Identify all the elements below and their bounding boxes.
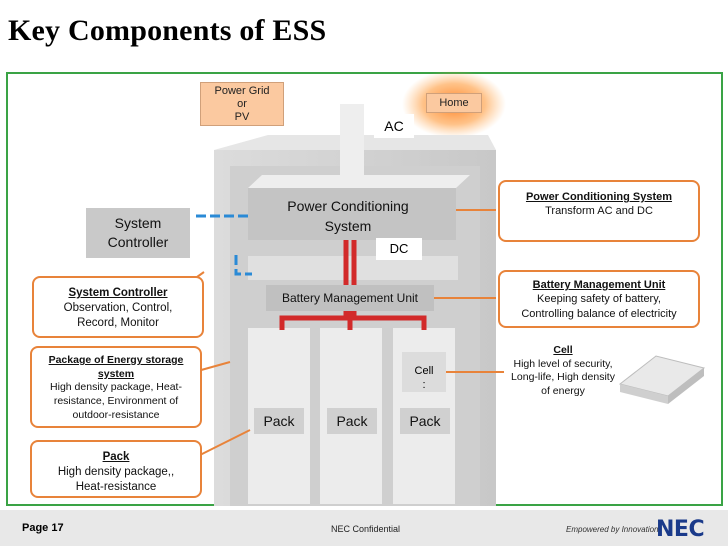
power-grid-label: Power Grid or PV — [200, 82, 284, 126]
callout-heading: System Controller — [68, 287, 168, 299]
bmu-block — [266, 285, 434, 311]
callout-heading: Package of Energy storage system — [48, 354, 184, 380]
callout-text: High level of security, Long-life, High … — [511, 357, 615, 397]
callout-text: Transform AC and DC — [545, 205, 653, 218]
callout-heading: Power Conditioning System — [525, 191, 673, 203]
red-cables — [279, 240, 427, 330]
callout-text: Observation, Control, Record, Monitor — [63, 301, 173, 329]
callout-bmu: Battery Management Unit Keeping safety o… — [498, 270, 700, 328]
callout-text: High density package, Heat- resistance, … — [50, 381, 182, 421]
callout-text: High density package,, Heat-resistance — [57, 465, 175, 493]
cell-block — [402, 352, 446, 392]
pack-label-2: Pack — [327, 408, 377, 434]
bmu-inner-label: Battery Management Unit — [281, 291, 419, 305]
cell-inner-label: Cell : — [414, 365, 434, 391]
callout-package: Package of Energy storage system High de… — [30, 346, 202, 428]
callout-heading: Pack — [102, 451, 130, 463]
dc-label: DC — [376, 238, 422, 260]
callout-pack: Pack High density package,, Heat-resista… — [30, 440, 202, 498]
blue-cables — [196, 214, 252, 276]
footer-bar — [0, 510, 728, 546]
page-title: Key Components of ESS — [8, 14, 327, 47]
ac-label: AC — [374, 114, 414, 138]
callout-heading: Battery Management Unit — [532, 279, 666, 291]
pcs-block-top — [248, 175, 470, 188]
system-controller-block — [86, 208, 190, 258]
tagline: Empowered by Innovation — [566, 525, 659, 534]
page-number: Page 17 — [22, 522, 64, 534]
pack-label-3: Pack — [400, 408, 450, 434]
pcs-block — [248, 188, 456, 240]
pack-label-1: Pack — [254, 408, 304, 434]
confidential-label: NEC Confidential — [331, 524, 401, 534]
callout-cell: Cell High level of security, Long-life, … — [504, 340, 622, 404]
cell-thumbnail — [618, 355, 706, 404]
callout-heading: Cell — [553, 344, 573, 356]
system-controller-inner-label: System Controller — [107, 215, 169, 250]
callout-pcs: Power Conditioning System Transform AC a… — [498, 180, 700, 242]
ac-riser — [340, 104, 364, 176]
home-label: Home — [426, 93, 482, 113]
nec-logo: NEC — [656, 517, 705, 542]
callout-system-controller: System Controller Observation, Control, … — [32, 276, 204, 338]
callout-text: Keeping safety of battery, Controlling b… — [521, 293, 677, 320]
pcs-inner-label: Power Conditioning System — [287, 198, 409, 234]
